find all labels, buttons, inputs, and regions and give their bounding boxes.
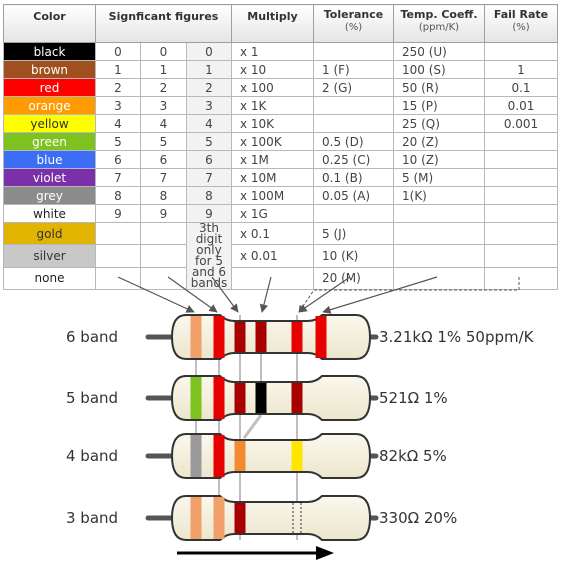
color-code-table: Color Signficant figures Multiply Tolera…: [3, 4, 558, 291]
color-band-orange: [234, 441, 246, 471]
color-swatch-green: green: [3, 132, 96, 151]
color-band-peach: [213, 497, 225, 539]
table-row: none 20 (M): [3, 266, 558, 291]
header-tolerance-unit: (%): [344, 22, 363, 33]
color-band-yellow: [291, 441, 303, 471]
band-count-label: 3 band: [66, 509, 118, 527]
color-band-grey: [190, 435, 202, 477]
connector-arrow: [117, 276, 195, 313]
color-band-darkred: [255, 322, 267, 352]
multiplier: x 100K: [231, 132, 314, 151]
arrow-head: [316, 546, 334, 560]
fail-rate: [484, 266, 558, 291]
color-swatch-orange: orange: [3, 96, 96, 115]
color-swatch-brown: brown: [3, 60, 96, 79]
resistor-rows: 6 band 3.21kΩ 1% 50ppm/K 5 band 521Ω 1% 4 ba…: [66, 314, 535, 541]
resistor-body: [170, 495, 372, 541]
connector-arrow: [211, 276, 239, 313]
header-temp-coeff-label: Temp. Coeff.: [400, 8, 478, 21]
band-count-label: 6 band: [66, 328, 118, 346]
header-fail-rate-unit: (%): [512, 22, 530, 33]
resistor-row: 3 band 330Ω 20%: [66, 495, 457, 541]
tolerance: 0.1 (B): [313, 168, 394, 187]
color-band-green: [190, 377, 202, 419]
color-band-darkred: [291, 383, 303, 413]
color-swatch-white: white: [3, 204, 96, 223]
temp-coefficient: 20 (Z): [393, 132, 485, 151]
color-swatch-black: black: [3, 42, 96, 61]
color-band-red: [315, 316, 327, 358]
resistor-body: [170, 375, 372, 421]
color-swatch-blue: blue: [3, 150, 96, 169]
resistor-value-label: 521Ω 1%: [379, 389, 448, 407]
color-band-peach: [190, 316, 202, 358]
temp-coefficient: 100 (S): [393, 60, 485, 79]
color-band-red: [291, 322, 303, 352]
header-temp-coeff: Temp. Coeff. (ppm/K): [393, 4, 485, 43]
connector-arrow: [167, 276, 218, 313]
color-swatch-silver: silver: [3, 244, 96, 268]
resistor-value-label: 3.21kΩ 1% 50ppm/K: [379, 328, 535, 346]
resistor-value-label: 82kΩ 5%: [379, 447, 447, 465]
resistor-body: [170, 314, 372, 360]
header-tolerance-label: Tolerance: [323, 8, 384, 21]
fail-rate: 0.001: [484, 114, 558, 133]
color-swatch-red: red: [3, 78, 96, 97]
reading-direction-arrow: [177, 546, 334, 560]
color-band-darkred: [234, 383, 246, 413]
color-swatch-none: none: [3, 266, 96, 291]
header-fail-rate-label: Fail Rate: [493, 8, 549, 21]
digit-2: [140, 266, 187, 291]
color-band-peach: [190, 497, 202, 539]
tolerance: 20 (M): [313, 266, 394, 291]
resistor-row: 6 band 3.21kΩ 1% 50ppm/K: [66, 314, 535, 360]
digit-3-note: 3th digit only for 5 and 6 bands: [186, 222, 232, 290]
header-temp-coeff-unit: (ppm/K): [418, 22, 460, 33]
connector-arrow: [298, 276, 351, 313]
band-count-label: 5 band: [66, 389, 118, 407]
connector-arrow-dashed: [298, 277, 520, 313]
resistor-body: [170, 433, 372, 479]
color-band-red: [213, 316, 225, 358]
digit-3: 1: [186, 60, 232, 79]
resistor-value-label: 330Ω 20%: [379, 509, 457, 527]
header-color: Color: [3, 4, 96, 43]
color-band-red: [213, 377, 225, 419]
resistor-row: 5 band 521Ω 1%: [66, 375, 448, 421]
multiplier: x 0.01: [231, 244, 314, 268]
guide-line: [242, 414, 263, 439]
connector-arrow: [259, 276, 272, 313]
resistor-row: 4 band 82kΩ 5%: [66, 433, 447, 479]
connector-arrow: [322, 276, 438, 314]
band-count-label: 4 band: [66, 447, 118, 465]
temp-coefficient: 250 (U): [393, 42, 485, 61]
digit-3: 8: [186, 186, 232, 205]
temp-coefficient: 10 (Z): [393, 150, 485, 169]
color-band-darkred: [234, 322, 246, 352]
digit-3: 2: [186, 78, 232, 97]
connector-lines: [117, 276, 520, 314]
color-band-red: [213, 435, 225, 477]
color-band-darkred: [234, 503, 246, 533]
digit-3: 4: [186, 114, 232, 133]
color-swatch-violet: violet: [3, 168, 96, 187]
table-header-row: Color Signficant figures Multiply Tolera…: [3, 4, 558, 43]
color-band-black: [255, 383, 267, 413]
